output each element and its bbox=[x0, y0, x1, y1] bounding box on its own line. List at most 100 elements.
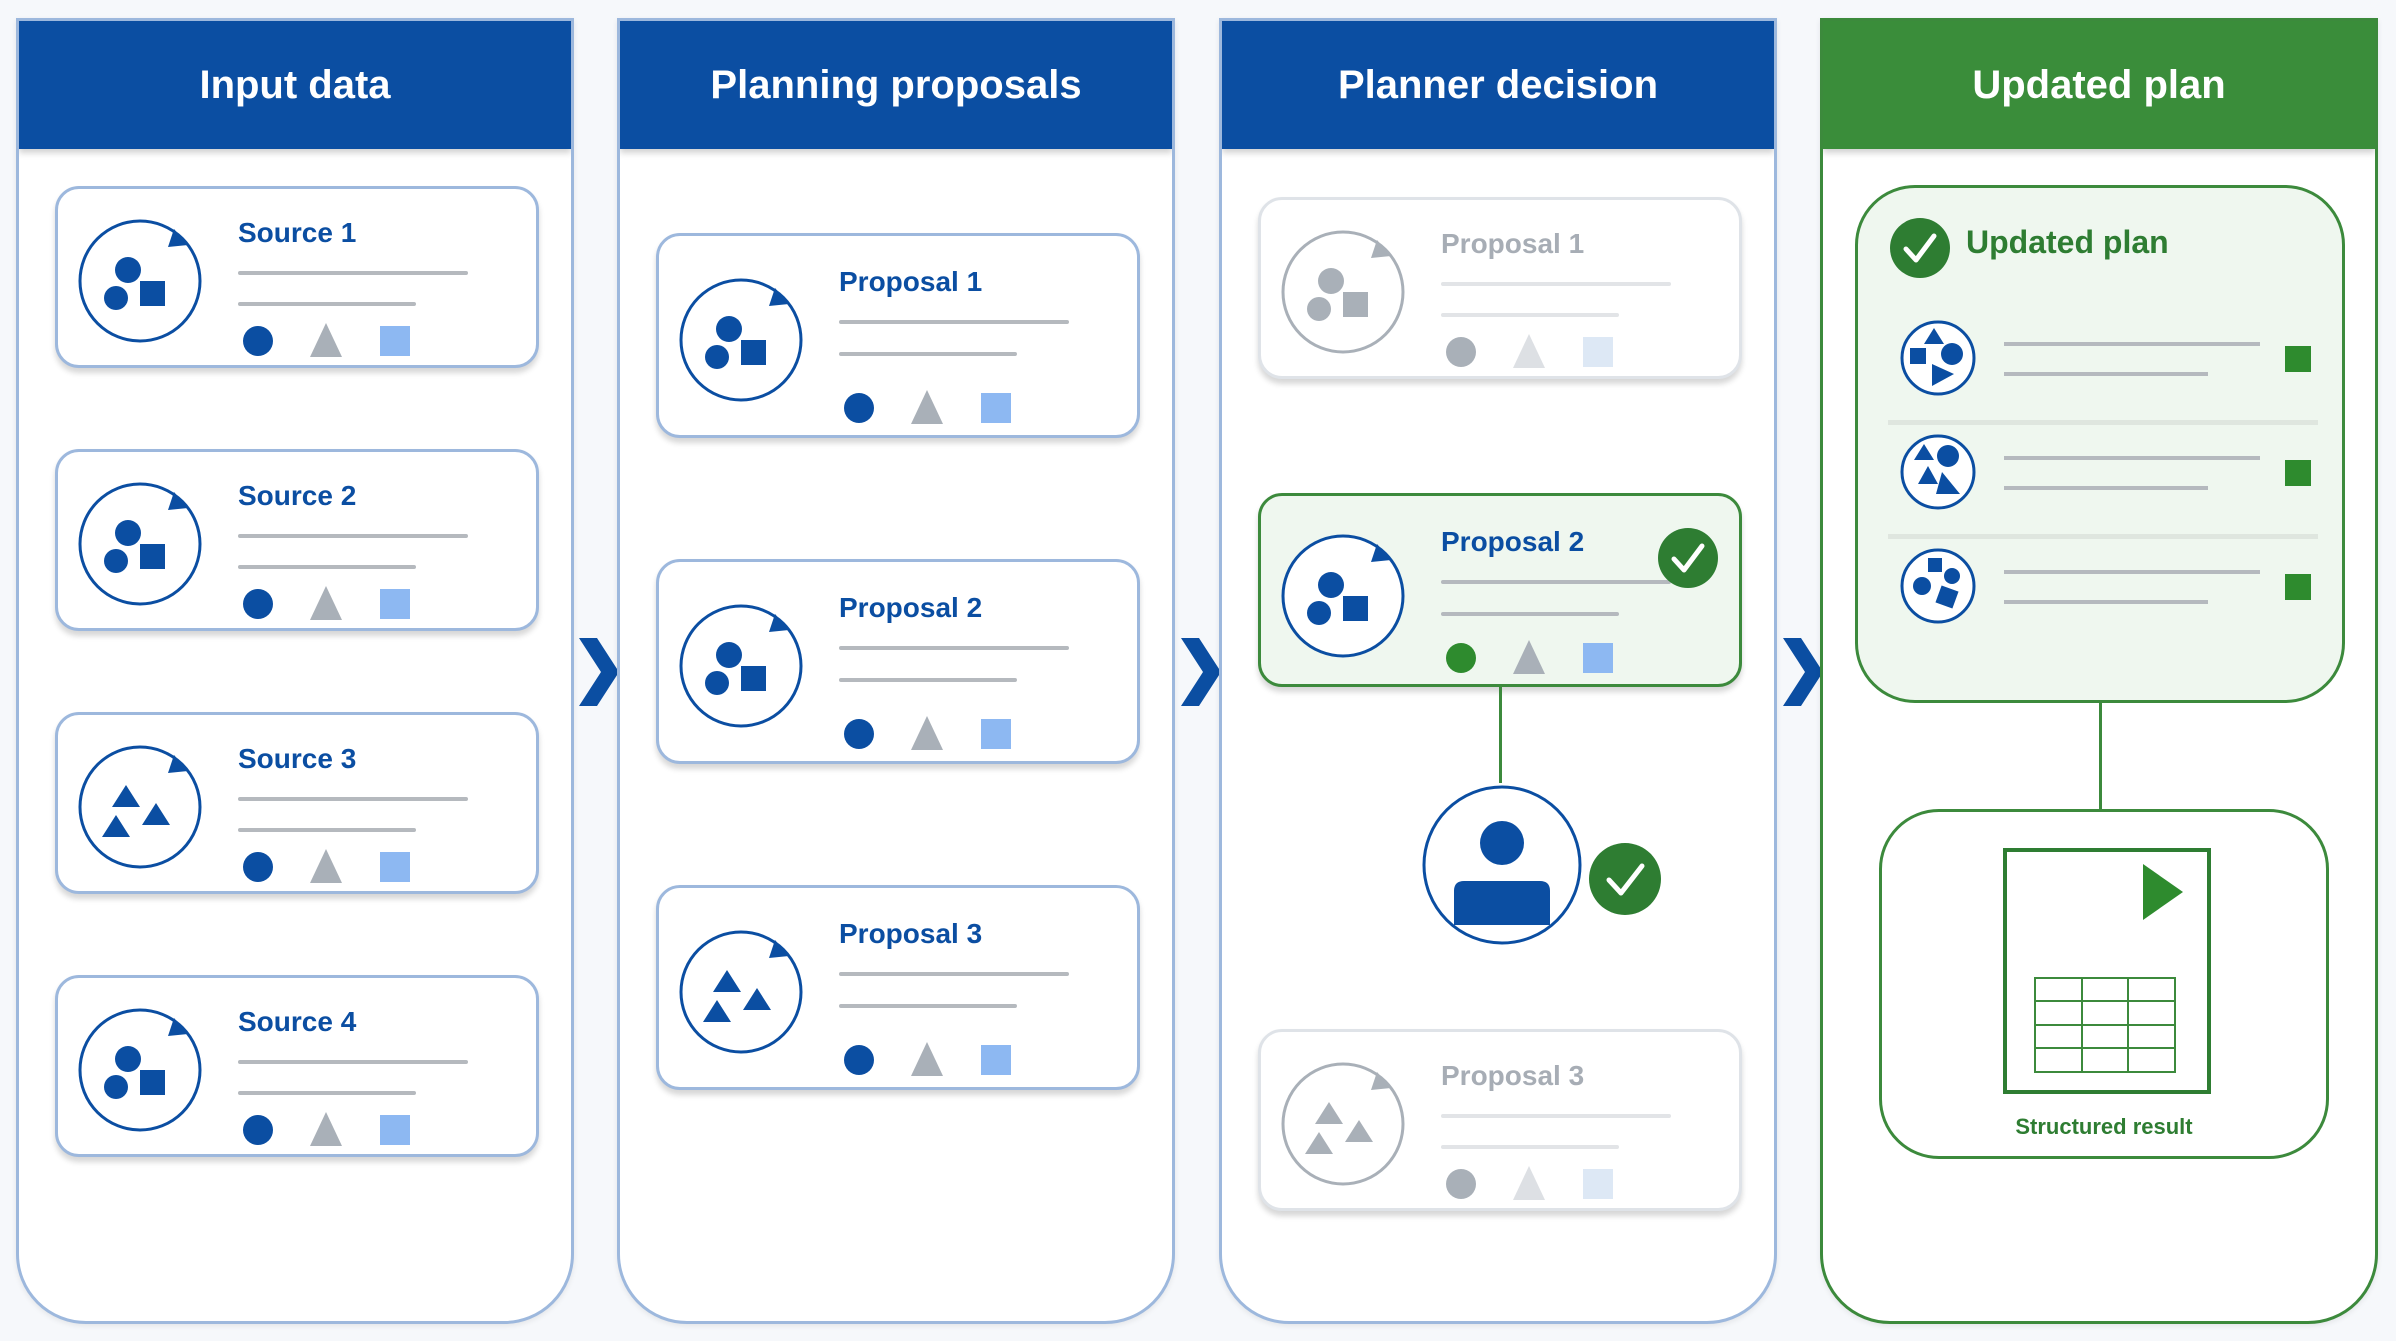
row-divider bbox=[1888, 534, 2318, 539]
plan-row-3[interactable] bbox=[1888, 534, 2318, 638]
text-line bbox=[1441, 313, 1619, 317]
text-line bbox=[2004, 456, 2260, 460]
shape-legend-icons bbox=[844, 716, 1011, 750]
text-line bbox=[1441, 282, 1671, 286]
source-card-1[interactable]: Source 1 bbox=[55, 186, 539, 368]
column-planner-decision: Planner decision Proposal 1 Proposal 2 bbox=[1219, 18, 1777, 1324]
circle-shapes-icon bbox=[679, 604, 803, 728]
text-line bbox=[238, 828, 416, 832]
text-line bbox=[238, 565, 416, 569]
check-icon bbox=[1589, 843, 1661, 915]
circle-shapes-icon bbox=[78, 482, 202, 606]
text-line bbox=[238, 534, 468, 538]
shape-legend-icons bbox=[1446, 334, 1613, 368]
shape-legend-icons bbox=[243, 1112, 410, 1146]
plan-row-2[interactable] bbox=[1888, 420, 2318, 539]
card-title: Source 4 bbox=[238, 1006, 357, 1037]
person-icon bbox=[1422, 785, 1582, 945]
text-line bbox=[839, 972, 1069, 976]
chevron-right-icon bbox=[1181, 638, 1221, 706]
decision-card-proposal-2[interactable]: Proposal 2 bbox=[1258, 493, 1742, 687]
plan-row-1[interactable] bbox=[1888, 306, 2318, 425]
check-icon bbox=[1890, 218, 1950, 278]
text-line bbox=[1441, 1114, 1671, 1118]
plan-connector bbox=[2099, 703, 2102, 809]
circle-shapes-icon bbox=[1281, 230, 1405, 354]
column-title: Planning proposals bbox=[710, 62, 1082, 107]
plan-title: Updated plan bbox=[1966, 224, 2169, 260]
mixed-shapes-icon bbox=[1900, 548, 1976, 624]
card-title: Source 3 bbox=[238, 743, 357, 774]
card-title: Source 2 bbox=[238, 480, 357, 511]
shape-legend-icons bbox=[1446, 1166, 1613, 1200]
source-card-2[interactable]: Source 2 bbox=[55, 449, 539, 631]
card-title: Proposal 2 bbox=[1441, 526, 1585, 557]
text-line bbox=[2004, 372, 2208, 376]
text-line bbox=[839, 1004, 1017, 1008]
circle-shapes-icon bbox=[679, 278, 803, 402]
column-header: Planning proposals bbox=[620, 21, 1172, 149]
circle-shapes-icon bbox=[78, 219, 202, 343]
circle-shapes-icon bbox=[78, 1008, 202, 1132]
text-line bbox=[839, 646, 1069, 650]
chevron-right-icon bbox=[579, 638, 619, 706]
structured-result-panel[interactable]: Structured result bbox=[1879, 809, 2329, 1159]
card-title: Source 1 bbox=[238, 217, 357, 248]
updated-plan-panel[interactable]: Updated plan bbox=[1855, 185, 2345, 703]
circle-shapes-icon bbox=[1281, 534, 1405, 658]
mixed-shapes-icon bbox=[1900, 434, 1976, 510]
text-line bbox=[1441, 580, 1671, 584]
decision-card-proposal-3[interactable]: Proposal 3 bbox=[1258, 1029, 1742, 1211]
card-title: Proposal 2 bbox=[839, 592, 983, 623]
text-line bbox=[238, 302, 416, 306]
status-square bbox=[2285, 460, 2311, 486]
spreadsheet-icon bbox=[2003, 848, 2211, 1094]
text-line bbox=[238, 1060, 468, 1064]
column-planning-proposals: Planning proposals Proposal 1 Proposal 2 bbox=[617, 18, 1175, 1324]
column-header: Planner decision bbox=[1222, 21, 1774, 149]
mixed-shapes-icon bbox=[1900, 320, 1976, 396]
column-title: Updated plan bbox=[1972, 62, 2226, 107]
text-line bbox=[238, 797, 468, 801]
column-updated-plan: Updated plan Updated plan bbox=[1820, 18, 2378, 1324]
proposal-card-1[interactable]: Proposal 1 bbox=[656, 233, 1140, 438]
shape-legend-icons bbox=[243, 849, 410, 883]
source-card-3[interactable]: Source 3 bbox=[55, 712, 539, 894]
text-line bbox=[238, 1091, 416, 1095]
column-header: Input data bbox=[19, 21, 571, 149]
column-title: Input data bbox=[199, 62, 391, 107]
proposal-card-3[interactable]: Proposal 3 bbox=[656, 885, 1140, 1090]
column-input-data: Input data Source 1 Source 2 bbox=[16, 18, 574, 1324]
text-line bbox=[2004, 600, 2208, 604]
shape-legend-icons bbox=[243, 323, 410, 357]
check-icon bbox=[1658, 528, 1718, 588]
source-card-4[interactable]: Source 4 bbox=[55, 975, 539, 1157]
shape-legend-icons bbox=[243, 586, 410, 620]
chevron-right-icon bbox=[1783, 638, 1823, 706]
text-line bbox=[839, 352, 1017, 356]
decision-connector bbox=[1499, 687, 1502, 783]
card-title: Proposal 1 bbox=[839, 266, 983, 297]
text-line bbox=[2004, 570, 2260, 574]
status-square bbox=[2285, 346, 2311, 372]
text-line bbox=[238, 271, 468, 275]
status-square bbox=[2285, 574, 2311, 600]
triangles-icon bbox=[679, 930, 803, 1054]
column-title: Planner decision bbox=[1337, 62, 1659, 107]
column-header: Updated plan bbox=[1823, 21, 2375, 149]
card-title: Proposal 1 bbox=[1441, 228, 1585, 259]
text-line bbox=[2004, 342, 2260, 346]
card-title: Proposal 3 bbox=[839, 918, 983, 949]
text-line bbox=[2004, 486, 2208, 490]
triangles-icon bbox=[1281, 1062, 1405, 1186]
proposal-card-2[interactable]: Proposal 2 bbox=[656, 559, 1140, 764]
text-line bbox=[839, 678, 1017, 682]
shape-legend-icons bbox=[844, 390, 1011, 424]
decision-card-proposal-1[interactable]: Proposal 1 bbox=[1258, 197, 1742, 379]
shape-legend-icons bbox=[844, 1042, 1011, 1076]
card-title: Proposal 3 bbox=[1441, 1060, 1585, 1091]
play-icon bbox=[2143, 864, 2183, 920]
text-line bbox=[839, 320, 1069, 324]
text-line bbox=[1441, 1145, 1619, 1149]
triangles-icon bbox=[78, 745, 202, 869]
